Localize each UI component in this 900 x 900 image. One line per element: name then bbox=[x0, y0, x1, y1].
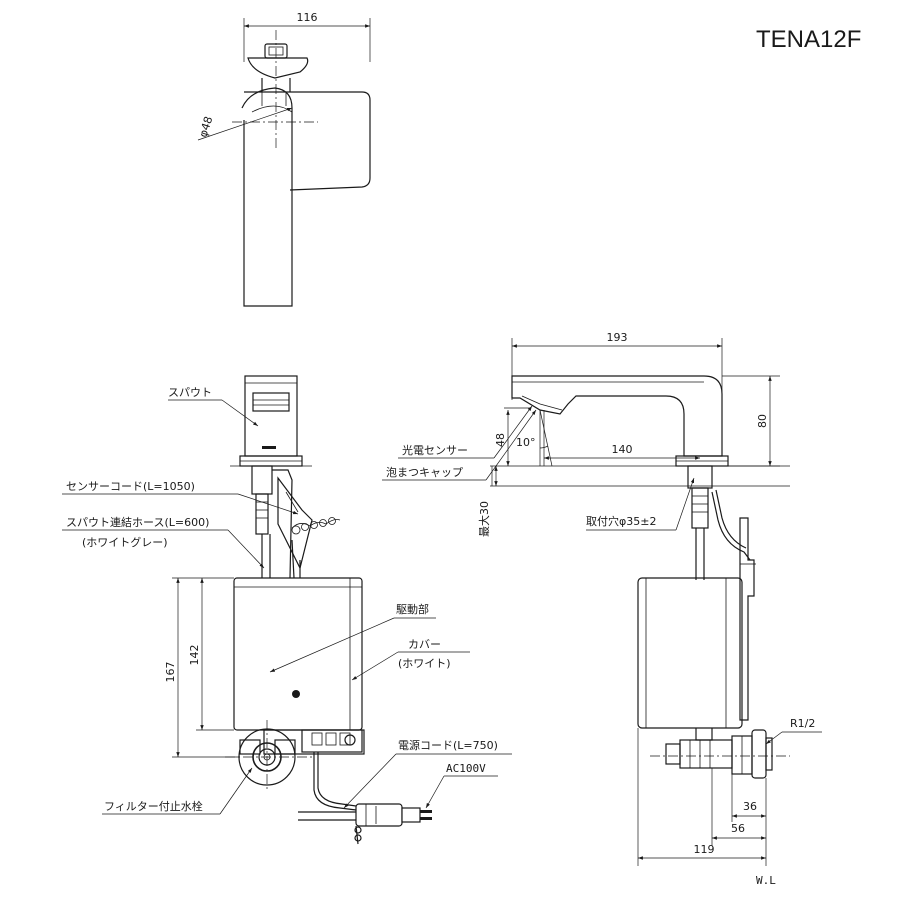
dim-phi48: φ48 bbox=[196, 115, 215, 139]
label-hose: スパウト連結ホース(L=600) bbox=[66, 515, 209, 529]
label-wl: W.L bbox=[756, 874, 776, 887]
label-sensor: 光電センサー bbox=[402, 443, 468, 457]
dim-140: 140 bbox=[612, 443, 633, 456]
label-spout: スパウト bbox=[168, 386, 212, 399]
drive-box-side bbox=[637, 577, 743, 729]
dim-56: 56 bbox=[731, 822, 745, 835]
dim-167: 167 bbox=[164, 662, 177, 683]
dim-142: 142 bbox=[188, 645, 201, 666]
drive-box bbox=[233, 577, 363, 731]
dim-48: 48 bbox=[494, 433, 507, 447]
dim-angle: 10° bbox=[516, 436, 536, 449]
logo-mark bbox=[262, 446, 276, 449]
label-cap: 泡まつキャップ bbox=[386, 465, 463, 479]
dim-116: 116 bbox=[297, 11, 318, 24]
label-cover: カバー bbox=[408, 638, 441, 651]
power-plug bbox=[355, 803, 403, 827]
label-r12: R1/2 bbox=[790, 717, 815, 730]
spout-profile bbox=[511, 375, 723, 457]
dim-193: 193 bbox=[607, 331, 628, 344]
bracket bbox=[739, 517, 755, 721]
spout-body bbox=[244, 375, 298, 457]
dim-119: 119 bbox=[694, 843, 715, 856]
dim-max30: 最大30 bbox=[477, 501, 491, 537]
label-sensor-cord: センサーコード(L=1050) bbox=[66, 480, 195, 493]
indicator-dot bbox=[292, 690, 300, 698]
label-valve: フィルター付止水栓 bbox=[104, 799, 203, 813]
side-view: 193 bbox=[382, 331, 822, 887]
dim-80: 80 bbox=[756, 414, 769, 428]
front-view: 167 142 スパウト センサーコード(L=1050) スパウト連結ホース(L… bbox=[62, 375, 512, 845]
label-ac100v: AC100V bbox=[446, 762, 486, 775]
label-drive: 駆動部 bbox=[396, 602, 429, 616]
label-power-cord: 電源コード(L=750) bbox=[398, 738, 498, 752]
dim-36: 36 bbox=[743, 800, 757, 813]
top-view: 116 φ48 bbox=[196, 11, 371, 307]
label-mount-hole: 取付穴φ35±2 bbox=[586, 514, 656, 528]
label-cover-color: (ホワイト) bbox=[398, 657, 451, 670]
model-title: TENA12F bbox=[756, 26, 861, 53]
label-hose-color: (ホワイトグレー) bbox=[82, 535, 168, 549]
